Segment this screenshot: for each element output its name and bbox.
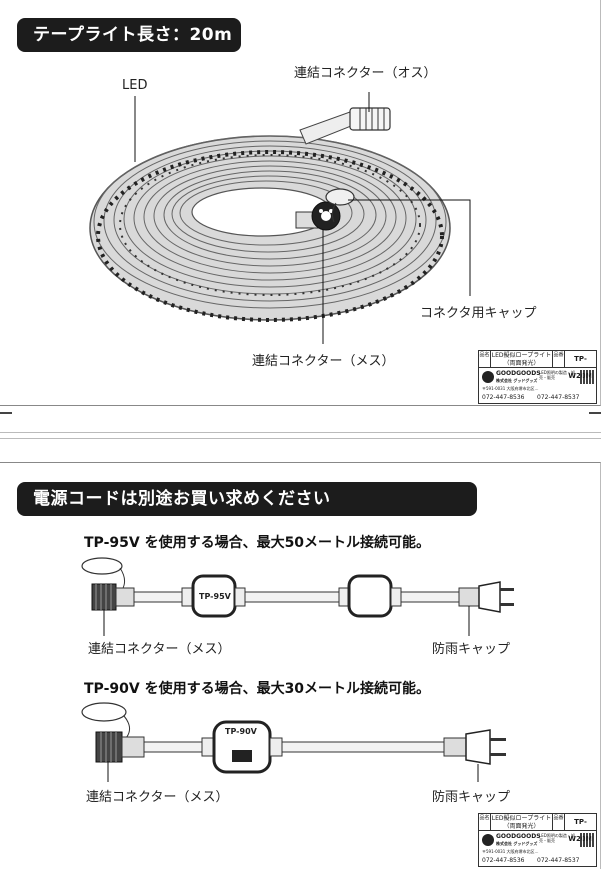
company-logo: GOODGOODS 株式会社 グッドグッズ	[482, 833, 541, 848]
logo-subtext: 株式会社 グッドグッズ	[496, 841, 538, 846]
power-cord-panel	[0, 462, 601, 869]
plate-product-name: LED擬似ロープライト（両面発光）	[491, 814, 553, 831]
male-connector-label: 連結コネクター（オス）	[294, 66, 437, 81]
plate-model-header: 品番	[553, 351, 565, 368]
plate-tel: 072-447-8536	[482, 857, 525, 864]
tape-length-title: テープライト長さ：20m	[17, 18, 241, 52]
connector-cap-label: コネクタ用キャップ	[420, 306, 537, 321]
plate-name-header: 品名	[479, 814, 491, 831]
plate-product-name: LED擬似ロープライト（両面発光）	[491, 351, 553, 368]
qr-code-icon	[580, 370, 594, 384]
logo-mark-icon	[482, 834, 494, 846]
plate-fax: 072-447-8537	[537, 857, 580, 864]
logo-text: GOODGOODS	[496, 833, 541, 840]
male-connector-icon	[299, 107, 391, 145]
plate-name-header: 品名	[479, 351, 491, 368]
divider	[0, 438, 601, 439]
plate-address: 〒591-0031 大阪府堺市北区…	[482, 386, 539, 391]
coiled-tape-illustration	[89, 92, 471, 344]
tp95v-connector-label: 連結コネクター（メス）	[88, 642, 231, 657]
plate-fax: 072-447-8537	[537, 394, 580, 401]
plate-model: TP-W20M	[568, 818, 592, 843]
logo-subtext: 株式会社 グッドグッズ	[496, 378, 538, 383]
female-connector-label: 連結コネクター（メス）	[252, 354, 395, 369]
tp90v-box-label: TP-90V	[225, 727, 257, 736]
logo-text: GOODGOODS	[496, 370, 541, 377]
plate-tel: 072-447-8536	[482, 394, 525, 401]
plate-model: TP-W20M	[568, 355, 592, 380]
plate-description: LED照明の製造・卸売・販売	[539, 833, 575, 843]
product-info-plate-bottom: 品名 LED擬似ロープライト（両面発光） 品番 TP-W20M GOODGOOD…	[478, 813, 597, 867]
product-info-plate: 品名 LED擬似ロープライト（両面発光） 品番 TP-W20M GOODGOOD…	[478, 350, 597, 404]
led-label: LED	[122, 78, 148, 93]
tp90v-cap-label: 防雨キャップ	[432, 790, 511, 805]
divider	[0, 432, 601, 433]
tp90v-heading: TP-90V を使用する場合、最大30メートル接続可能。	[84, 681, 431, 697]
crop-mark	[0, 412, 12, 414]
company-logo: GOODGOODS 株式会社 グッドグッズ	[482, 370, 541, 385]
connector-cap-icon	[325, 188, 355, 223]
plate-address: 〒591-0031 大阪府堺市北区…	[482, 849, 539, 854]
crop-mark	[589, 412, 601, 414]
tp95v-cap-label: 防雨キャップ	[432, 642, 511, 657]
tape-length-panel: テープライト長さ：20m	[0, 0, 601, 406]
power-cord-title: 電源コードは別途お買い求めください	[17, 482, 477, 516]
qr-code-icon	[580, 833, 594, 847]
tp90v-connector-label: 連結コネクター（メス）	[86, 790, 229, 805]
tp95v-heading: TP-95V を使用する場合、最大50メートル接続可能。	[84, 535, 431, 551]
plate-model-header: 品番	[553, 814, 565, 831]
plate-description: LED照明の製造・卸売・販売	[539, 370, 575, 380]
tp95v-box-label: TP-95V	[199, 592, 231, 601]
logo-mark-icon	[482, 371, 494, 383]
